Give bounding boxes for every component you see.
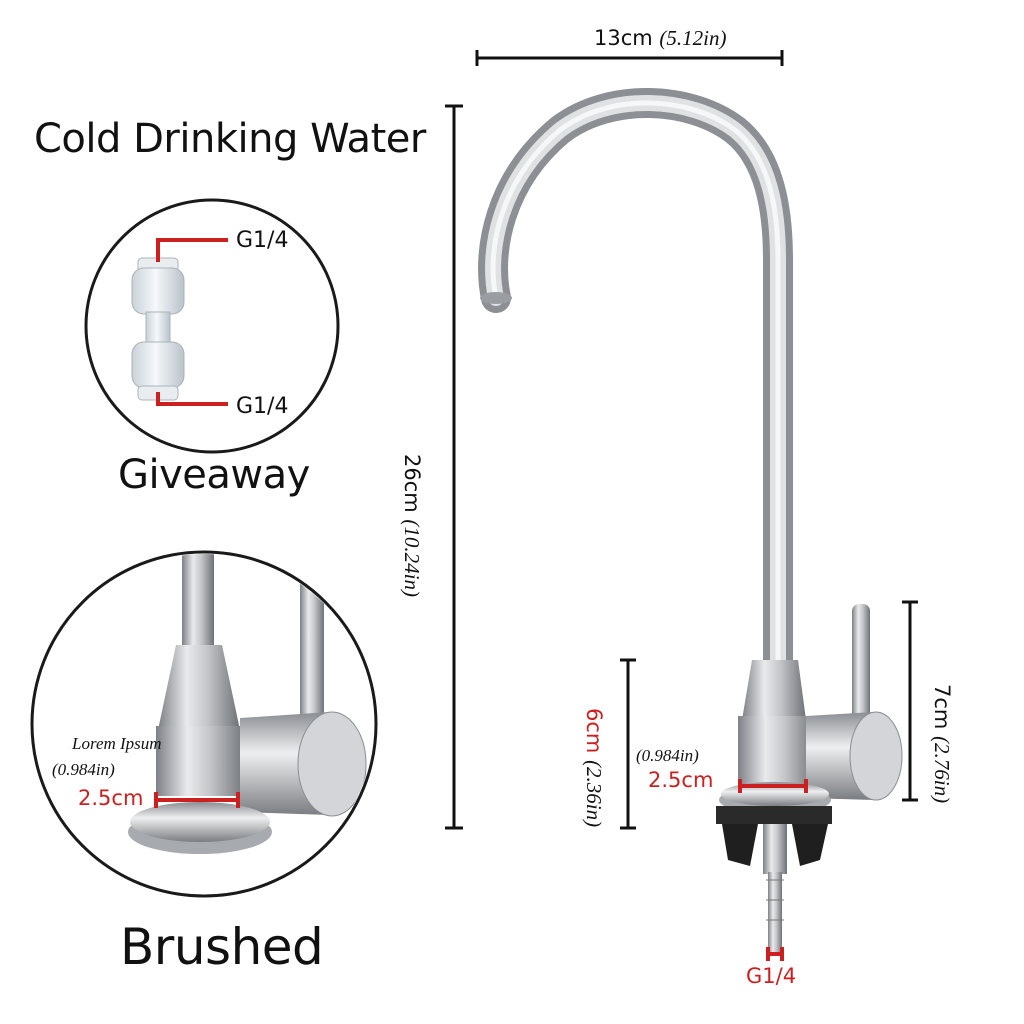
base-height-dimension: 6cm (2.36in) <box>581 708 606 827</box>
width-in: (5.12in) <box>659 26 727 50</box>
fitting-bottom-label: G1/4 <box>236 394 289 419</box>
handle-dimension: 7cm (2.76in) <box>929 684 954 803</box>
detail-cm: 2.5cm <box>78 786 144 810</box>
height-in: (10.24in) <box>400 519 424 597</box>
base-cm: 6cm <box>582 708 606 754</box>
height-dimension: 26cm (10.24in) <box>399 454 424 597</box>
finish-label: Brushed <box>120 918 324 976</box>
fitting-circle <box>84 198 340 454</box>
dimension-lines <box>445 50 918 830</box>
width-dimension: 13cm (5.12in) <box>594 26 727 51</box>
detail-inch: (0.984in) <box>52 760 115 779</box>
faucet <box>478 88 903 952</box>
giveaway-label: Giveaway <box>118 452 310 498</box>
base-diameter-line <box>738 779 808 961</box>
handle-cm: 7cm <box>930 684 954 730</box>
inlet-label: G1/4 <box>746 964 797 988</box>
base-diameter-in: (0.984in) <box>636 746 699 765</box>
base-in: (2.36in) <box>582 760 606 828</box>
base-diameter-cm: 2.5cm <box>648 768 714 792</box>
brushed-detail-circle <box>30 550 378 898</box>
fitting-top-label: G1/4 <box>236 228 289 253</box>
height-cm: 26cm <box>400 454 424 513</box>
width-cm: 13cm <box>594 26 653 50</box>
headline: Cold Drinking Water <box>34 116 426 162</box>
detail-note: Lorem Ipsum <box>72 734 162 753</box>
handle-in: (2.76in) <box>930 736 954 804</box>
